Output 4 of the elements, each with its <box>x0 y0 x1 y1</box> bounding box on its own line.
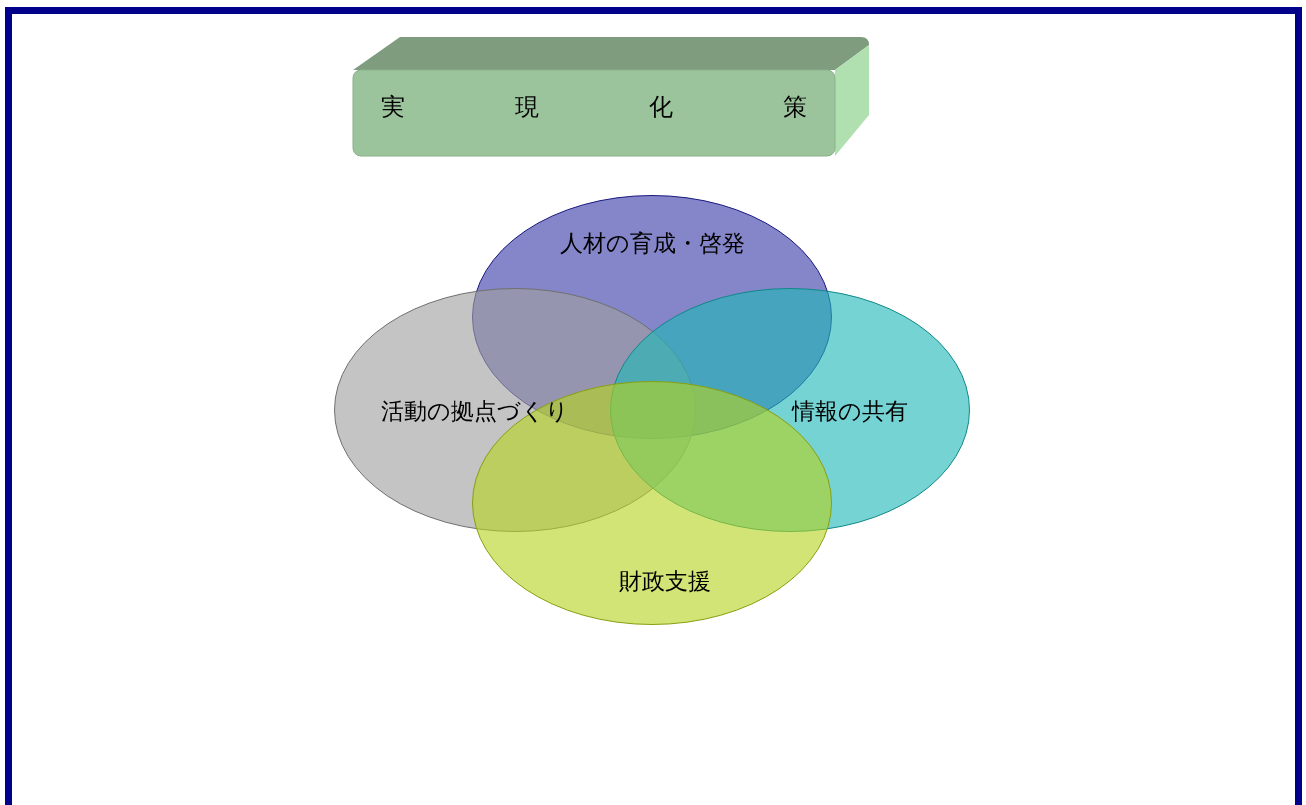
circle-label: 財政支援 <box>619 566 711 596</box>
heading-text: 実現化策 <box>380 92 917 123</box>
circle-label: 情報の共有 <box>792 396 908 426</box>
circle-label: 人材の育成・啓発 <box>559 228 745 258</box>
